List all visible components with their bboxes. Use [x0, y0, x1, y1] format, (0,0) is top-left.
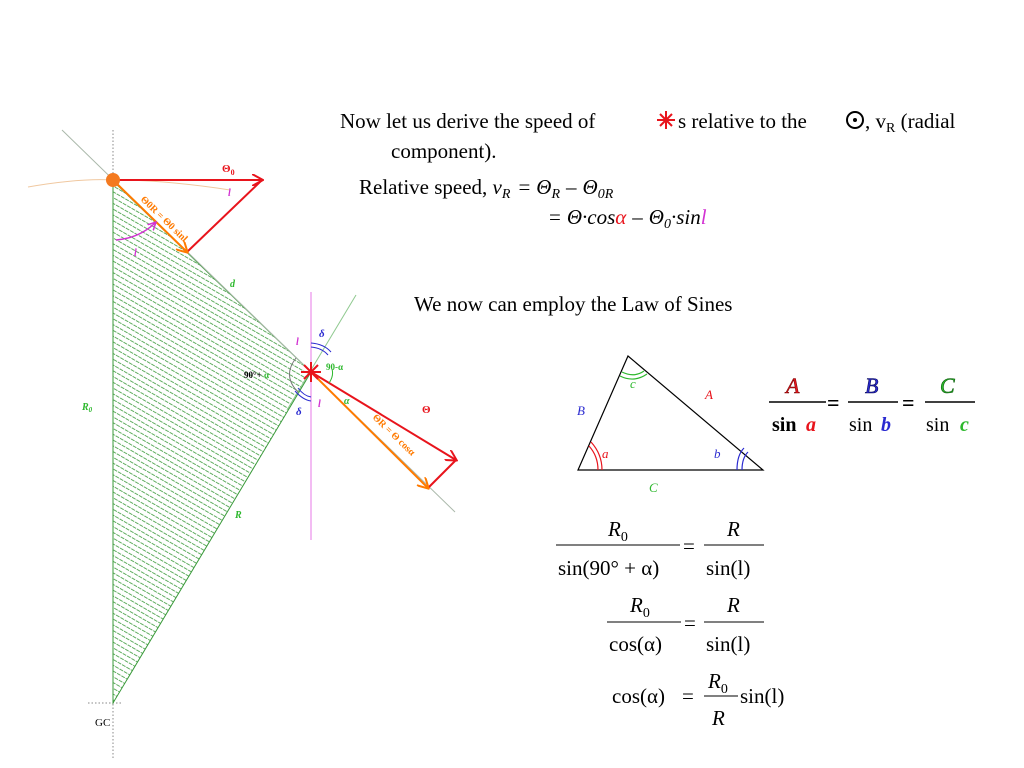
angle-delta-upper-arc — [310, 346, 329, 356]
formula-sin-2: sin — [849, 414, 872, 436]
angle-delta-upper-arc-2 — [310, 342, 332, 353]
angle-a-arc-2 — [590, 441, 603, 471]
triangle-side-C: C — [649, 480, 658, 495]
angle-delta-lower-arc — [297, 387, 312, 398]
eq2-eq: = — [684, 611, 696, 635]
intro-text: Now let us derive the speed of s relativ… — [340, 109, 956, 316]
triangle-outline — [577, 355, 765, 471]
intro-line-1-tail: , vR (radial — [865, 109, 956, 136]
eq3-eq: = — [682, 684, 694, 708]
law-of-sines-triangle: A B C a b c — [577, 355, 765, 495]
angle-c-arc-2 — [619, 373, 648, 380]
label-gc: GC — [95, 717, 110, 729]
eq3-frac-num: R0 — [707, 669, 728, 697]
theta-vector — [310, 371, 456, 460]
formula-eq-2: = — [902, 390, 915, 415]
label-l-top: l — [228, 188, 231, 199]
formula-sin-1: sin — [772, 414, 796, 436]
angle-b-arc — [741, 451, 749, 471]
triangle-angle-c: c — [630, 376, 636, 391]
triangle-angle-b: b — [714, 446, 721, 461]
formula-A: A — [784, 373, 800, 398]
label-d: d — [230, 279, 236, 290]
label-l-arc: l — [134, 248, 137, 259]
formula-a: a — [806, 414, 816, 436]
star-icon — [301, 362, 321, 382]
angle-c-arc — [621, 370, 645, 376]
intro-line-1: Now let us derive the speed of — [340, 109, 595, 133]
thetaR-vector — [310, 371, 428, 488]
intro-line-1-mid: s relative to the — [678, 109, 807, 133]
star-tangent-line — [286, 294, 357, 411]
eq2-den-left: cos(α) — [609, 632, 662, 656]
sun-icon — [106, 173, 120, 187]
relative-speed-line-2: =Θ·cosα–Θ0·sinl — [549, 205, 707, 232]
eq1-num-right: R — [726, 517, 740, 541]
eq1-den-left: sin(90° + α) — [558, 556, 659, 580]
eq1-num-left: R0 — [607, 517, 628, 545]
relative-speed-line-1: Relative speed, vR=ΘR–Θ0R — [359, 175, 614, 202]
derived-equations: R0 sin(90° + α) = R sin(l) R0 cos(α) = R… — [556, 517, 784, 730]
eq2-num-left: R0 — [629, 593, 650, 621]
formula-B: B — [865, 373, 878, 398]
intro-line-2: component). — [391, 139, 497, 163]
label-R0: R0 — [81, 402, 93, 414]
eq3-right: sin(l) — [740, 684, 784, 708]
theta0R-vector — [112, 179, 187, 252]
eq2-num-right: R — [726, 593, 740, 617]
formula-c: c — [960, 414, 969, 436]
sun-star-gc-triangle — [112, 179, 312, 705]
label-thetaR: ΘR = Θ cosα — [370, 412, 417, 458]
eq1-eq: = — [683, 534, 695, 558]
label-90-minus-alpha: 90-α — [326, 362, 343, 372]
eq3-frac-den: R — [711, 706, 725, 730]
formula-sin-3: sin — [926, 414, 949, 436]
angle-delta-lower-arc-2 — [294, 390, 312, 402]
label-90-plus-alpha: 90°+ α — [244, 370, 269, 380]
galactic-diagram: Θ0 l Θ0R = Θ0 sinl l d R0 R l δ 90°+ α 9… — [27, 129, 457, 760]
angle-alpha-arc — [328, 368, 334, 384]
formula-eq-1: = — [827, 390, 840, 415]
triangle-angle-a: a — [602, 446, 609, 461]
theta0-projection-vector — [186, 179, 263, 253]
label-l-star-upper: l — [296, 337, 299, 348]
solar-orbit-arc — [27, 179, 231, 191]
angle-90-plus-alpha-arc — [289, 357, 299, 393]
angle-l-arc — [115, 222, 156, 241]
formula-C: C — [940, 373, 955, 398]
label-theta: Θ — [422, 404, 431, 416]
theta-projection-vector — [427, 459, 457, 489]
label-theta0: Θ0 — [222, 163, 235, 177]
law-of-sines-heading: We now can employ the Law of Sines — [414, 292, 732, 316]
eq1-den-right: sin(l) — [706, 556, 750, 580]
label-R: R — [234, 510, 242, 521]
star-symbol-icon — [657, 111, 675, 129]
sun-symbol-icon — [846, 111, 864, 129]
triangle-side-A: A — [704, 387, 713, 402]
triangle-side-B: B — [577, 403, 585, 418]
label-l-star-lower: l — [318, 399, 321, 410]
label-delta-lower: δ — [296, 406, 302, 418]
eq2-den-right: sin(l) — [706, 632, 750, 656]
label-delta-upper: δ — [319, 328, 325, 340]
label-alpha-small: α — [344, 396, 350, 407]
eq3-left: cos(α) — [612, 684, 665, 708]
angle-b-arc-2 — [736, 447, 745, 471]
law-of-sines-formula: A sin a = B sin b = C sin c — [769, 373, 975, 436]
formula-b: b — [881, 414, 891, 436]
angle-a-arc — [588, 445, 599, 471]
